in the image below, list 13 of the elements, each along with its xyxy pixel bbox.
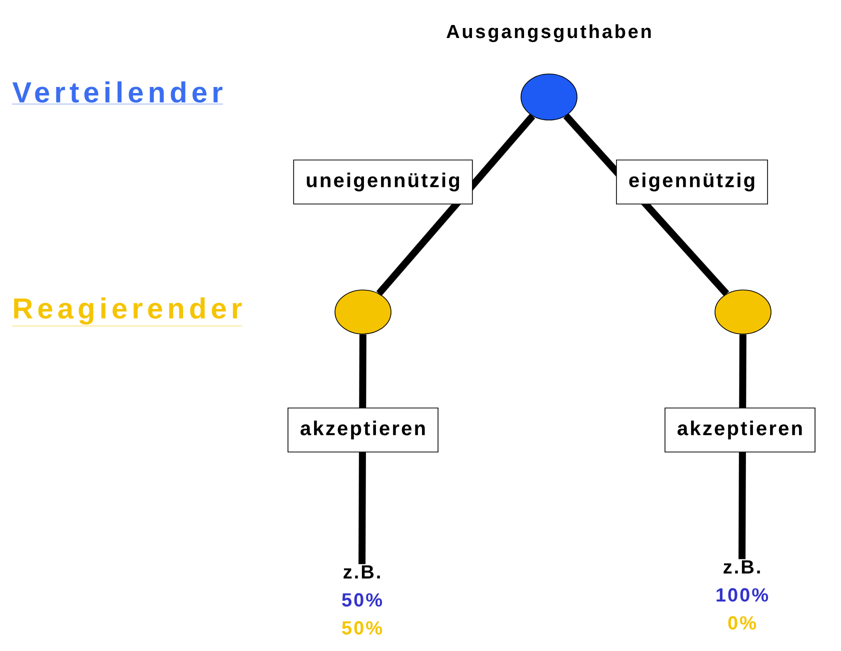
branch-line: [376, 114, 536, 296]
player-label: Verteilender: [12, 81, 224, 104]
choice-label: uneigennützig: [306, 172, 460, 192]
choice-label: eigennützig: [629, 172, 754, 192]
node-caption: Ausgangsguthaben: [446, 24, 651, 42]
choice-label: akzeptieren: [678, 420, 802, 440]
decision-node: [334, 290, 392, 334]
result-text: z.B. 100% 0%: [716, 560, 768, 630]
result-text: z.B. 50% 50%: [342, 565, 382, 635]
player-label: Reagierender: [12, 297, 242, 326]
choice-label: akzeptieren: [300, 420, 425, 440]
decision-node: [520, 74, 578, 120]
decision-node: [714, 290, 772, 334]
